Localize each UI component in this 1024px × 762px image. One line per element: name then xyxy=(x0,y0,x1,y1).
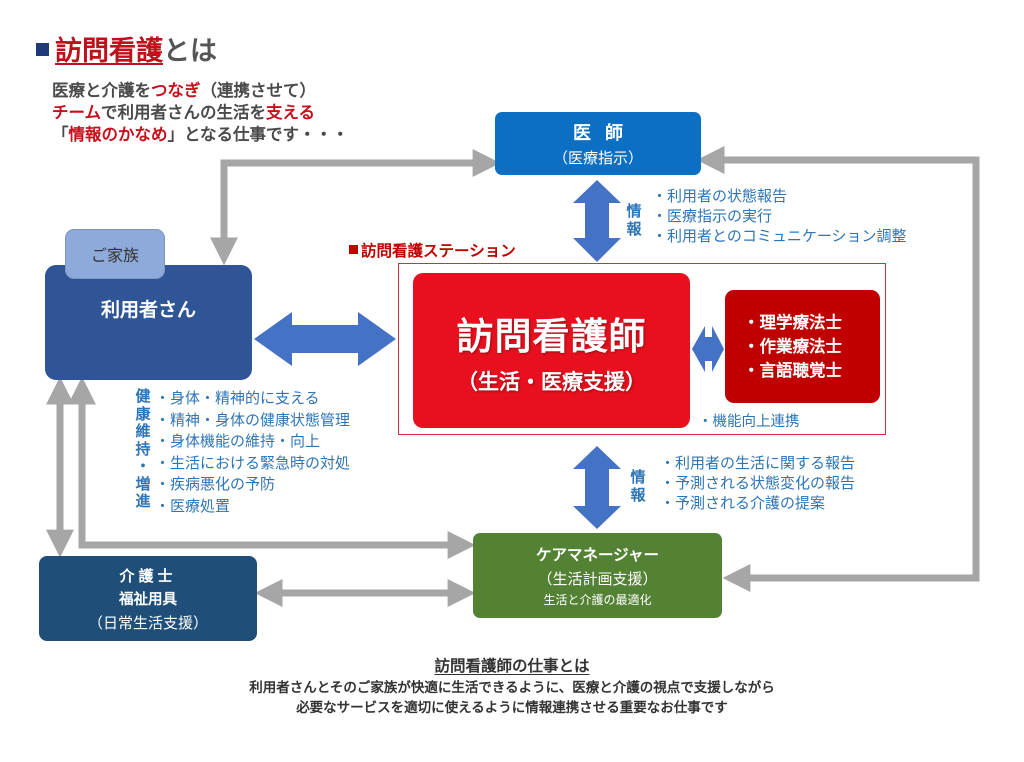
list-item: ・身体機能の維持・向上 xyxy=(155,432,321,450)
care-manager-note: 生活と介護の最適化 xyxy=(543,593,652,607)
therapists-box: ・理学療法士 ・作業療法士 ・言語聴覚士 xyxy=(725,290,880,403)
emphasis-text: 支える xyxy=(266,103,316,122)
list-item: ・利用者とのコミュニケーション調整 xyxy=(652,227,907,245)
plain-text: （連携させて） xyxy=(200,81,317,100)
care-worker-box: 介護士 福祉用具 （日常生活支援） xyxy=(39,556,257,641)
doctor-info-list: ・利用者の状態報告 ・医療指示の実行 ・利用者とのコミュニケーション調整 xyxy=(652,186,907,246)
bullet-square-icon xyxy=(349,245,358,254)
arrow-caremanager-user xyxy=(68,376,476,559)
function-link-label: ・機能向上連携 xyxy=(698,414,800,430)
list-item: ・精神・身体の健康状態管理 xyxy=(155,410,351,429)
list-item: ・利用者の状態報告 xyxy=(652,187,788,205)
arrow-user-nurse xyxy=(254,312,396,366)
doctor-box: 医師 （医療指示） xyxy=(495,112,701,175)
care-worker-subtitle: （日常生活支援） xyxy=(87,613,208,632)
therapist-item: ・理学療法士 xyxy=(743,312,842,332)
station-frame xyxy=(398,263,886,435)
list-item: ・予測される介護の提案 xyxy=(660,494,826,512)
intro-title-suffix: とは xyxy=(163,36,217,67)
summary-title: 訪問看護師の仕事とは xyxy=(434,657,590,675)
summary-body: 利用者さんとそのご家族が快適に生活できるように、医療と介護の視点で支援しながら … xyxy=(0,678,1024,718)
doctor-title: 医師 xyxy=(573,123,637,144)
plain-text: 」となる仕事です・・・ xyxy=(167,125,349,144)
intro-title: 訪問看護とは xyxy=(36,38,217,65)
care-worker-line2: 福祉用具 xyxy=(119,591,177,608)
therapist-item: ・言語聴覚士 xyxy=(743,360,842,380)
summary-line: 利用者さんとそのご家族が快適に生活できるように、医療と介護の視点で支援しながら xyxy=(249,680,775,696)
plain-text: で利用者さんの生活を xyxy=(101,103,267,122)
intro-line-1: 医療と介護をつなぎ（連携させて） xyxy=(52,80,349,102)
care-manager-box: ケアマネージャー （生活計画支援） 生活と介護の最適化 xyxy=(473,533,722,618)
doctor-info-label: 情 報 xyxy=(626,202,642,238)
family-box: ご家族 xyxy=(65,229,165,279)
caremgr-info-label: 情 報 xyxy=(630,468,646,504)
list-item: ・生活における緊急時の対処 xyxy=(155,453,351,472)
family-label: ご家族 xyxy=(90,246,139,265)
health-label: 健 康 維 持 ・ 増 進 xyxy=(135,387,151,510)
list-item: ・予測される状態変化の報告 xyxy=(660,474,856,492)
arrow-user-doctor xyxy=(210,149,501,266)
intro-line-2: チームで利用者さんの生活を支える xyxy=(52,102,349,124)
intro-title-emphasis: 訪問看護 xyxy=(55,36,163,67)
user-label: 利用者さん xyxy=(100,299,196,321)
doctor-subtitle: （医療指示） xyxy=(552,149,643,167)
nurse-title: 訪問看護師 xyxy=(456,314,647,358)
arrow-doctor-nurse xyxy=(573,180,621,262)
plain-text: 「 xyxy=(52,125,69,144)
plain-text: 医療と介護を xyxy=(52,81,151,100)
list-item: ・医療指示の実行 xyxy=(652,207,773,225)
health-list: ・身体・精神的に支える ・精神・身体の健康状態管理 ・身体機能の維持・向上 ・生… xyxy=(155,388,350,517)
summary-line: 必要なサービスを適切に使えるように情報連携させる重要なお仕事です xyxy=(296,700,728,716)
therapist-item: ・作業療法士 xyxy=(743,336,842,356)
list-item: ・身体・精神的に支える xyxy=(155,389,320,407)
list-item: ・医療処置 xyxy=(155,496,231,515)
caremgr-info-list: ・利用者の生活に関する報告 ・予測される状態変化の報告 ・予測される介護の提案 xyxy=(660,453,855,513)
arrow-nurse-therapists xyxy=(692,326,724,372)
care-manager-title: ケアマネージャー xyxy=(536,546,659,564)
care-manager-subtitle: （生活計画支援） xyxy=(537,570,658,588)
station-label: 訪問看護ステーション xyxy=(349,239,516,261)
nurse-box: 訪問看護師 （生活・医療支援） xyxy=(413,273,690,428)
intro-line-3: 「情報のかなめ」となる仕事です・・・ xyxy=(52,124,349,146)
arrow-doctor-caremanager-loop xyxy=(696,146,980,592)
list-item: ・疾病悪化の予防 xyxy=(155,475,276,493)
emphasis-text: つなぎ xyxy=(151,81,201,100)
bullet-square-icon xyxy=(36,43,49,56)
user-box: 利用者さん xyxy=(45,265,252,380)
care-worker-title: 介護士 xyxy=(119,566,177,585)
intro-text: 医療と介護をつなぎ（連携させて） チームで利用者さんの生活を支える 「情報のかな… xyxy=(52,80,349,146)
emphasis-text: チーム xyxy=(52,103,102,122)
emphasis-text: 情報のかなめ xyxy=(68,125,168,144)
nurse-subtitle: （生活・医療支援） xyxy=(457,369,646,394)
arrow-nurse-caremanager xyxy=(573,446,621,529)
list-item: ・利用者の生活に関する報告 xyxy=(660,454,856,472)
